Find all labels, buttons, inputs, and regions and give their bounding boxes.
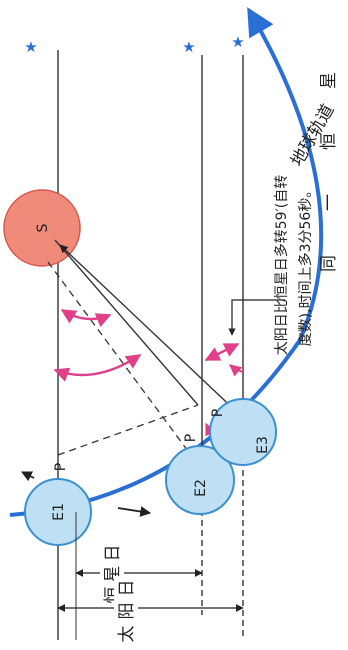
sun-line-dashed [57, 404, 199, 456]
note-line-1: 太阳日比恒星日多转59′(自转 [273, 175, 290, 355]
motion-arrow-e1 [117, 506, 152, 517]
earth-e1-label: E1 [51, 503, 67, 521]
note-line-1-group: 太阳日比恒星日多转59′(自转 [273, 175, 290, 355]
earth-e2 [165, 445, 235, 515]
angle-arc-1 [60, 308, 112, 328]
note-pointer [228, 299, 285, 336]
same-star-label: 同一恒星 [319, 28, 339, 272]
star-icon-1: ★ [24, 38, 37, 56]
point-p-e3: P [210, 409, 226, 417]
note-line-2: 度数),时间上多3分56秒。 [297, 184, 314, 347]
rotation-arrow-e1 [21, 471, 35, 482]
point-p-e1: P [53, 463, 69, 471]
angle-arc-3 [204, 342, 240, 362]
solar-day-label-group: 太阳日 [114, 574, 138, 643]
earth-e3-label: E3 [255, 436, 271, 454]
star-icon-3: ★ [231, 33, 244, 51]
same-star-label-group: 同一恒星 [319, 28, 339, 272]
earth-e2-label: E2 [193, 479, 209, 497]
solar-day-label: 太阳日 [117, 574, 137, 643]
sun-line-e3 [59, 244, 241, 416]
star-icon-2: ★ [182, 38, 195, 56]
earth-e1 [24, 478, 92, 546]
angle-arc-2 [53, 353, 142, 382]
sun-line-e2 [54, 239, 199, 406]
point-p-e2: P [183, 434, 199, 442]
note-line-2-group: 度数),时间上多3分56秒。 [297, 184, 314, 347]
earth-orbit [9, 7, 324, 517]
sun-line-dashed-2 [47, 261, 203, 471]
angle-arc-5 [229, 364, 244, 377]
sun-label: S [35, 223, 51, 232]
earth-e3 [209, 398, 277, 466]
